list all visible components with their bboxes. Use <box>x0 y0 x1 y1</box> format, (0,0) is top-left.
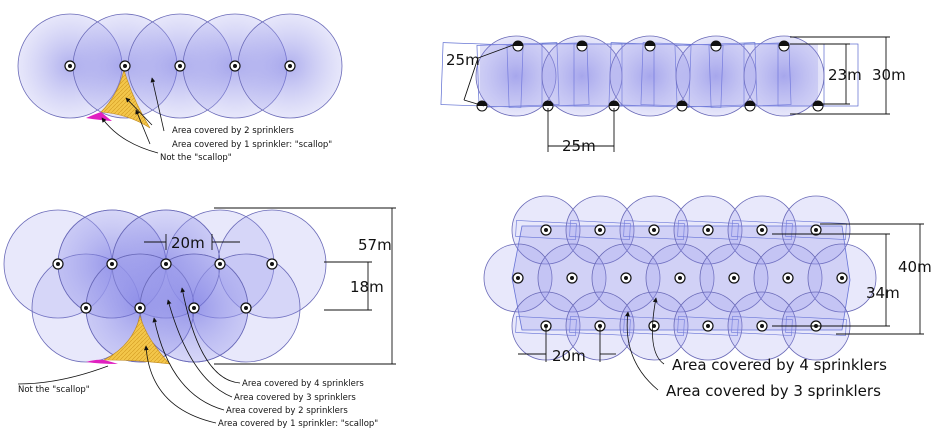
dim-row-gap-label: 18m <box>350 278 384 296</box>
sprinkler-head <box>810 224 822 236</box>
sprinkler-head <box>64 60 76 72</box>
sprinkler-head <box>644 40 656 52</box>
dim-outer-height-label: 30m <box>872 66 906 84</box>
coverage-square <box>677 220 739 240</box>
label-one-sprinkler: Area covered by 1 sprinkler: "scallop" <box>172 140 332 150</box>
sprinkler-head <box>188 302 200 314</box>
sprinkler-head <box>594 224 606 236</box>
sprinkler-head <box>676 100 688 112</box>
coverage-square <box>731 316 793 336</box>
label-four-sprinklers: Area covered by 4 sprinklers <box>672 356 887 374</box>
coverage-circles <box>475 35 825 117</box>
dim-inner-height-label: 34m <box>866 284 900 302</box>
sprinkler-head <box>674 272 686 284</box>
label-two-sprinklers: Area covered by 2 sprinklers <box>172 126 294 136</box>
sprinkler-head <box>728 272 740 284</box>
sprinkler-head <box>710 40 722 52</box>
sprinkler-head <box>648 320 660 332</box>
sprinkler-head <box>566 272 578 284</box>
sprinkler-head <box>284 60 296 72</box>
sprinkler-head <box>702 224 714 236</box>
sprinkler-heads <box>52 258 278 314</box>
sprinkler-head <box>540 224 552 236</box>
label-four-sprinklers: Area covered by 4 sprinklers <box>242 379 364 389</box>
label-three-sprinklers: Area covered by 3 sprinklers <box>234 393 356 403</box>
coverage-square <box>785 316 847 336</box>
sprinkler-head <box>782 272 794 284</box>
dim-outer-height-label: 40m <box>898 258 932 276</box>
dim-spacing-label: 20m <box>552 347 586 365</box>
sprinkler-head <box>214 258 226 270</box>
sprinkler-head <box>512 272 524 284</box>
coverage-square <box>731 220 793 240</box>
coverage-square <box>569 220 631 240</box>
sprinkler-head <box>134 302 146 314</box>
label-not-scallop: Not the "scallop" <box>160 153 232 163</box>
label-two-sprinklers: Area covered by 2 sprinklers <box>226 406 348 416</box>
panel-bottom-left: 57m 18m 20m Not the "scallop" Area cover… <box>3 207 396 429</box>
sprinkler-head <box>620 272 632 284</box>
panel-bottom-right: 40m 34m 20m Area covered by 4 sprinklers… <box>483 195 932 400</box>
panel-top-left: Area covered by 2 sprinklers Area covere… <box>17 13 343 163</box>
sprinkler-head <box>836 272 848 284</box>
sprinkler-head <box>648 224 660 236</box>
sprinkler-head <box>174 60 186 72</box>
sprinkler-head <box>756 224 768 236</box>
sprinkler-head <box>756 320 768 332</box>
not-scallop-region <box>86 359 118 364</box>
sprinkler-head <box>229 60 241 72</box>
sprinkler-head <box>119 60 131 72</box>
label-one-sprinkler: Area covered by 1 sprinkler: "scallop" <box>218 419 378 429</box>
sprinkler-head <box>240 302 252 314</box>
sprinkler-heads <box>64 60 296 72</box>
scallop-region <box>103 314 171 365</box>
coverage-square <box>515 220 577 240</box>
label-three-sprinklers: Area covered by 3 sprinklers <box>666 382 881 400</box>
coverage-square <box>623 220 685 240</box>
dim-spacing-label: 20m <box>171 234 205 252</box>
sprinkler-head <box>778 40 790 52</box>
sprinkler-heads <box>476 40 824 112</box>
coverage-band <box>480 44 818 106</box>
sprinkler-head <box>476 100 488 112</box>
sprinkler-heads <box>512 224 848 332</box>
panel-top-right: 25m 23m 30m 25m <box>440 35 906 155</box>
sprinkler-head <box>266 258 278 270</box>
label-not-scallop: Not the "scallop" <box>18 385 90 395</box>
coverage-square <box>677 316 739 336</box>
dim-side-label: 25m <box>446 51 480 69</box>
sprinkler-head <box>52 258 64 270</box>
sprinkler-head <box>744 100 756 112</box>
sprinkler-head <box>702 320 714 332</box>
dim-spacing-label: 25m <box>562 137 596 155</box>
coverage-circle <box>743 35 825 117</box>
dim-outer-height-label: 57m <box>358 236 392 254</box>
coverage-circles <box>3 209 327 363</box>
sprinkler-head <box>542 100 554 112</box>
coverage-square <box>785 220 847 240</box>
sprinkler-head <box>160 258 172 270</box>
dim-inner-height-label: 23m <box>828 66 862 84</box>
sprinkler-head <box>812 100 824 112</box>
sprinkler-head <box>576 40 588 52</box>
sprinkler-head <box>106 258 118 270</box>
coverage-square <box>623 316 685 336</box>
sprinkler-head <box>512 40 524 52</box>
sprinkler-head <box>80 302 92 314</box>
